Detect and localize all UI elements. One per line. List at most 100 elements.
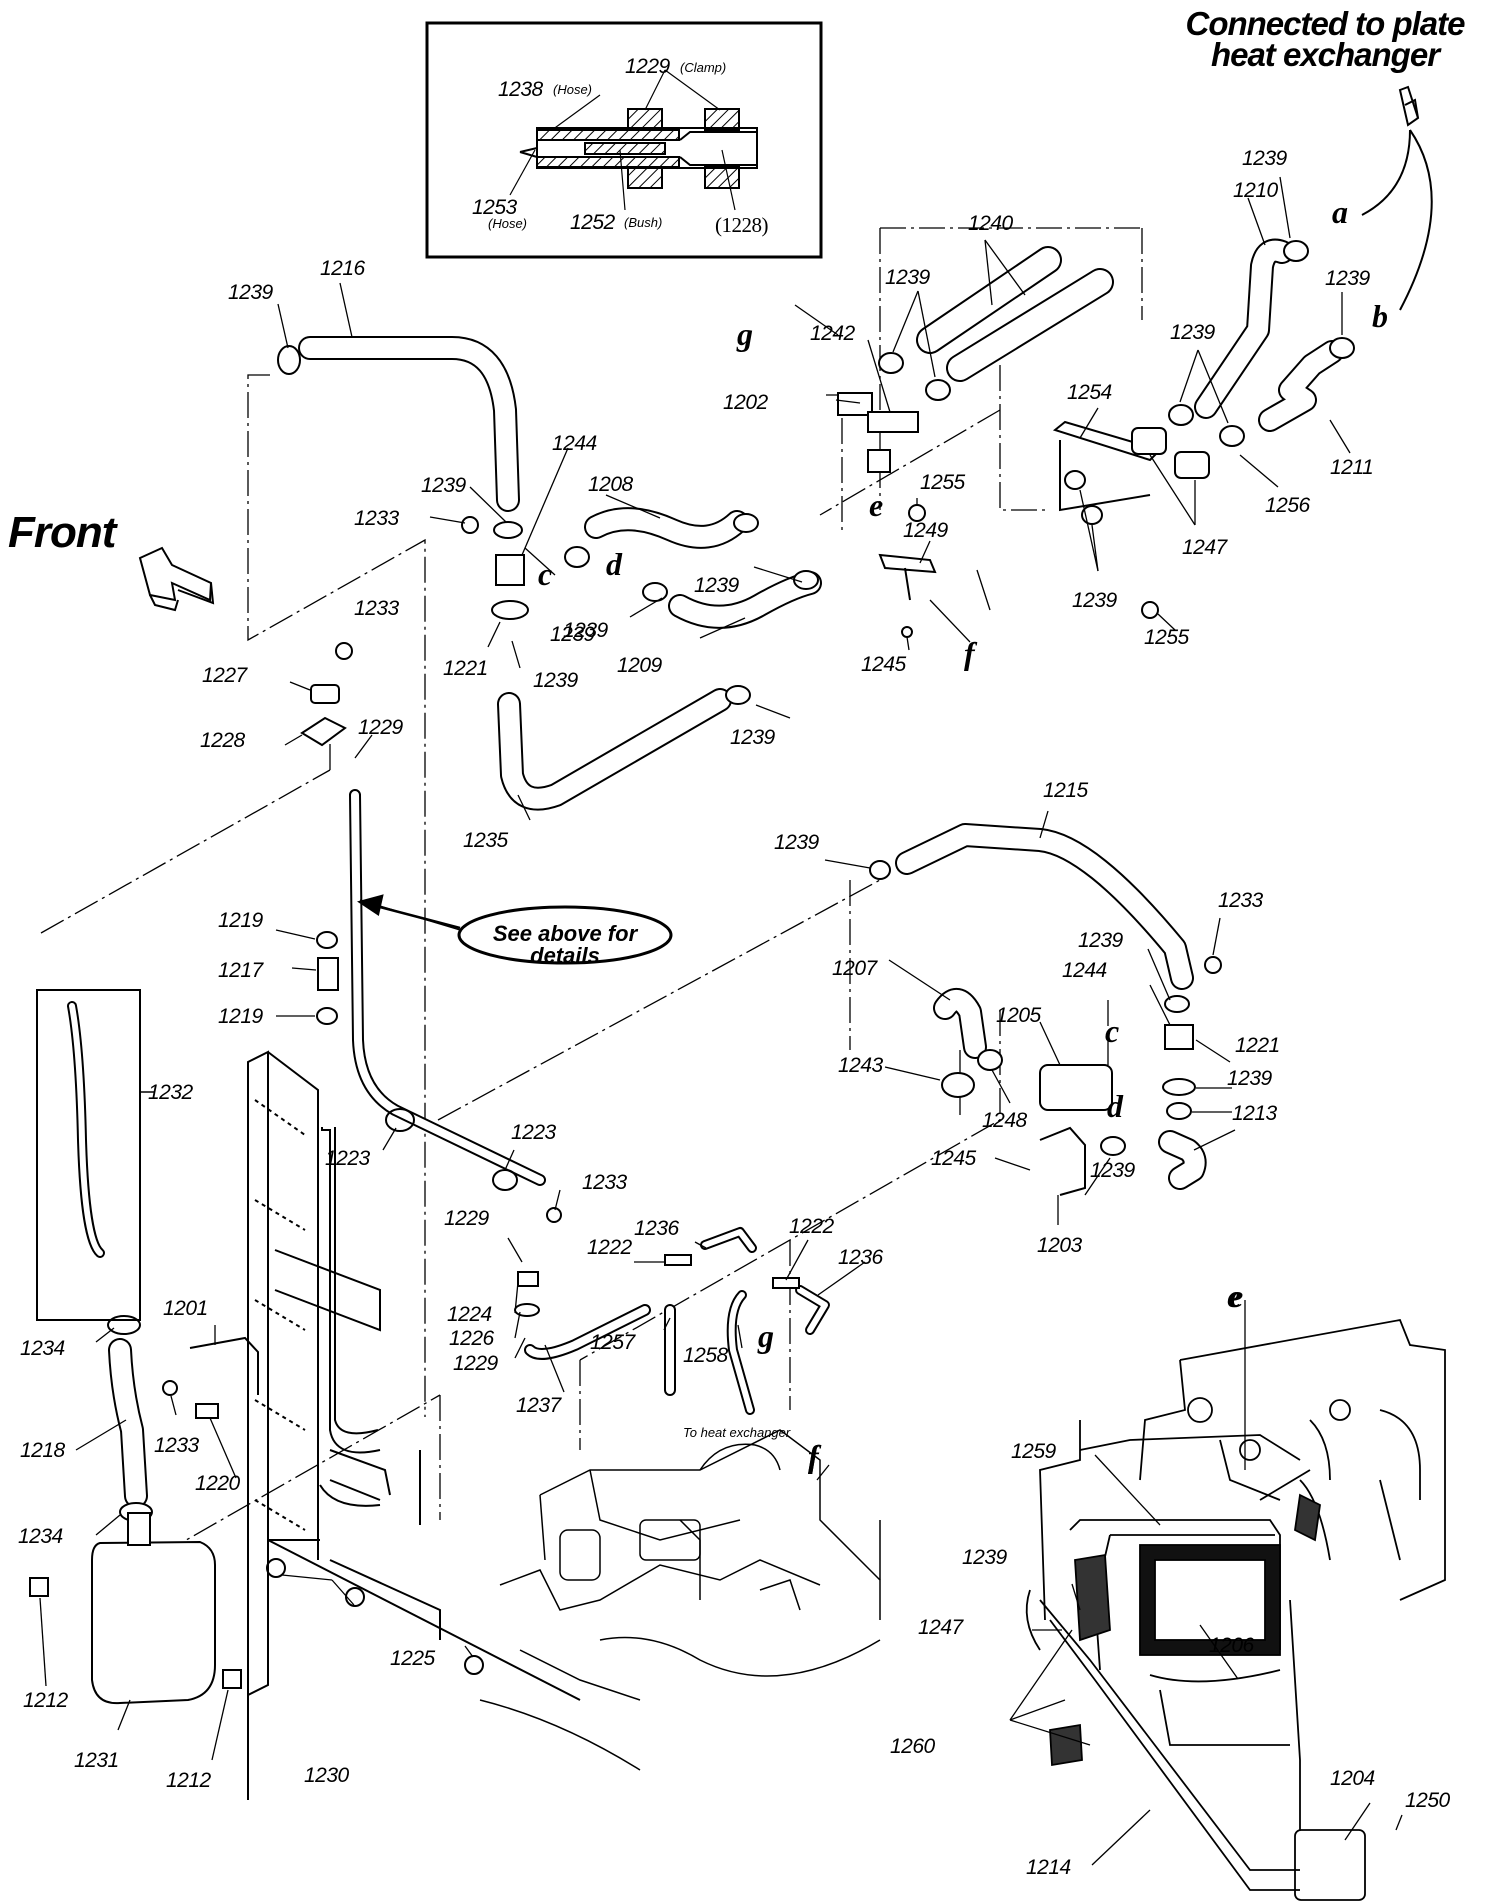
see-above-oval <box>457 905 673 965</box>
inset-hose-section <box>519 108 758 189</box>
part-label: 1237 <box>516 1394 561 1417</box>
engine-sketch-center <box>479 1429 881 1771</box>
part-label: 1208 <box>588 473 633 496</box>
title-line-2: heat exchanger <box>1210 36 1440 73</box>
see-above-arrow-icon <box>357 894 461 930</box>
heat-exchanger-title: Connected to plate heat exchanger <box>1150 5 1500 73</box>
part-label: 1239 <box>962 1546 1007 1569</box>
part-label: 1203 <box>1037 1234 1082 1257</box>
valve-1247-b <box>1174 451 1210 479</box>
screw-1233-l <box>461 516 479 534</box>
clamp-1239-1210 <box>1283 240 1309 262</box>
fitting-1242-stub <box>867 449 891 473</box>
hose-1236-upper <box>700 1227 757 1253</box>
inset-label-1238-desc: (Hose) <box>553 82 593 97</box>
part-label: 1227 <box>202 664 247 687</box>
bracket-1203 <box>1039 1126 1086 1196</box>
part-label: 1239 <box>885 266 930 289</box>
part-label: 1244 <box>1062 959 1107 982</box>
part-label: 1215 <box>1043 779 1088 802</box>
screw-1233-r <box>1204 956 1222 974</box>
part-label: 1259 <box>1011 1440 1056 1463</box>
connection-letter: e <box>1229 1278 1244 1314</box>
bolt-1225 <box>464 1655 484 1675</box>
bolt-1230-b <box>345 1587 365 1607</box>
cap-1227 <box>310 684 340 704</box>
oring-1221 <box>491 600 529 620</box>
clamp-1239-1211 <box>1329 337 1355 359</box>
part-label: 1219 <box>218 1005 263 1028</box>
screw-1233-mid <box>546 1207 562 1223</box>
hose-1209 <box>668 571 822 629</box>
clamp-1248 <box>977 1049 1003 1071</box>
part-label: 1239 <box>774 831 819 854</box>
part-label: 1214 <box>1026 1856 1071 1879</box>
part-label: 1258 <box>683 1344 728 1367</box>
part-label: 1213 <box>1232 1102 1277 1125</box>
connection-letter: d <box>1107 1088 1123 1124</box>
hose-1238-long <box>349 789 546 1186</box>
clamp-1239-1203 <box>1100 1136 1126 1156</box>
part-label: 1233 <box>1218 889 1263 912</box>
part-label: 1231 <box>74 1749 119 1772</box>
filler-1228 <box>300 716 347 747</box>
clip-1223-b <box>492 1169 518 1191</box>
hose-1213 <box>1158 1130 1207 1190</box>
part-label: 1226 <box>449 1327 494 1350</box>
part-label: 1222 <box>587 1236 632 1259</box>
part-label: 1223 <box>325 1147 370 1170</box>
part-label: 1205 <box>996 1004 1041 1027</box>
part-label: 1221 <box>443 657 488 680</box>
part-label: 1239 <box>533 669 578 692</box>
part-label: 1234 <box>18 1525 63 1548</box>
part-label: 1239 <box>421 474 466 497</box>
part-label: 1235 <box>463 829 508 852</box>
clamp-1219-top <box>316 931 338 949</box>
to-heat-exchanger-label: To heat exchanger <box>683 1425 791 1440</box>
part-label: 1229 <box>453 1352 498 1375</box>
hose-1258 <box>726 1290 755 1415</box>
tee-1222-a <box>664 1254 692 1266</box>
inset-label-1238: 1238 <box>498 78 543 101</box>
fitting-1202 <box>837 392 873 416</box>
hose-1236-lower <box>795 1285 830 1335</box>
part-label: 1236 <box>838 1246 883 1269</box>
part-label: 1221 <box>1235 1034 1280 1057</box>
oring-1226 <box>514 1303 540 1317</box>
part-label: 1243 <box>838 1054 883 1077</box>
clamp-1239-top-left <box>277 345 301 375</box>
inset-label-1228: (1228) <box>715 213 769 237</box>
screw-1245-top <box>901 626 913 638</box>
part-label: 1222 <box>789 1215 834 1238</box>
alignment-lines <box>40 227 1143 1620</box>
tee-1222-b <box>772 1277 800 1289</box>
clamp-1239-1215-left <box>869 860 891 880</box>
connection-letter: g <box>737 316 753 352</box>
clamp-1243 <box>941 1072 975 1098</box>
hose-1208 <box>584 507 749 549</box>
screw-1233-left <box>162 1380 178 1396</box>
hose-1211 <box>1258 340 1344 432</box>
title-line-1: Connected to plate <box>1185 5 1465 42</box>
part-label: 1230 <box>304 1764 349 1787</box>
part-label: 1233 <box>154 1434 199 1457</box>
part-label: 1239 <box>694 574 739 597</box>
clamp-1239-1254a <box>1168 404 1194 426</box>
nut-1255-bottom <box>1141 601 1159 619</box>
part-label: 1210 <box>1233 179 1278 202</box>
screw-1233-top <box>335 642 353 660</box>
leader-lines <box>39 129 1433 1866</box>
part-label: 1236 <box>634 1217 679 1240</box>
connection-letter: b <box>1372 298 1388 334</box>
part-label: 1239 <box>730 726 775 749</box>
part-label: 1255 <box>1144 626 1189 649</box>
part-label: 1229 <box>358 716 403 739</box>
front-arrow-icon <box>138 546 215 612</box>
part-label: 1239 <box>1242 147 1287 170</box>
part-label: 1234 <box>20 1337 65 1360</box>
inset-label-1253: 1253 <box>472 196 517 219</box>
part-label: 1228 <box>200 729 245 752</box>
part-label: 1239 <box>1170 321 1215 344</box>
part-label: 1202 <box>723 391 768 414</box>
